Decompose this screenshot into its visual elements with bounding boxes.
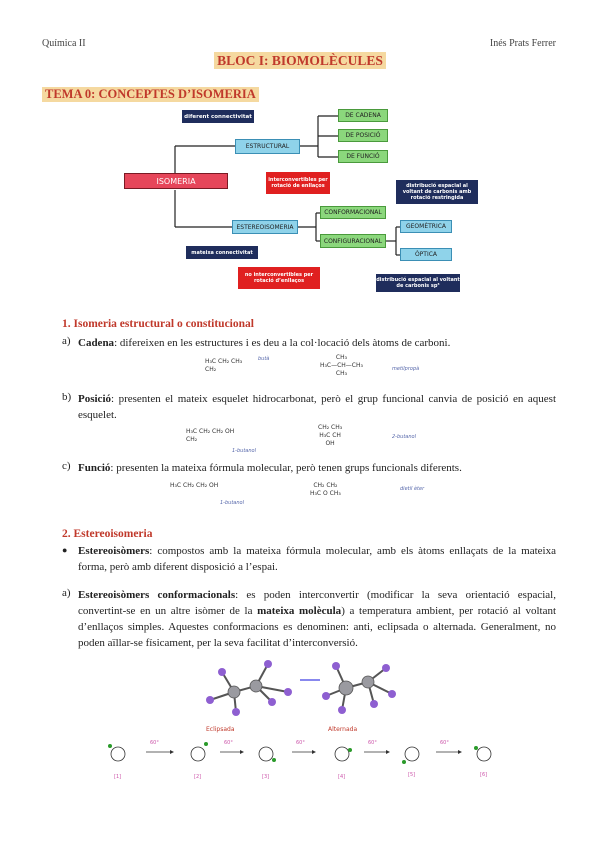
struct-line: CH₂	[186, 436, 198, 443]
note-1-butanol-b: 1-butanol	[220, 500, 244, 506]
item-b-marker: b)	[62, 391, 72, 403]
note-1-butanol: 1-butanol	[232, 448, 256, 454]
text-conformacionals-2: ) a temperatura ambient, per rotació al …	[78, 605, 557, 649]
item-a-cadena: Cadena: difereixen en les estructures i …	[78, 335, 558, 351]
newman-tag: [3]	[262, 774, 270, 780]
struct-line: CH₃	[335, 354, 348, 361]
term-mateixa-molecula: mateixa molècula	[257, 605, 342, 617]
node-de-cadena: DE CADENA	[338, 109, 388, 122]
node-isomeria: ISOMERIA	[124, 173, 228, 189]
item-2a-conformacionals: Estereoisòmers conformacionals: es poden…	[78, 587, 556, 651]
newman-tag: [5]	[408, 772, 416, 778]
newman-projections-row: 60° 60° 60° 60° 60° [1] [2] [3] [4] [5] …	[96, 736, 516, 786]
angle-label: 60°	[150, 740, 159, 746]
note-ether: dietil èter	[400, 486, 425, 492]
note-diferent-connectivitat: diferent connectivitat	[182, 110, 254, 123]
note-butane: butà	[258, 356, 270, 362]
newman-tag: [2]	[194, 774, 202, 780]
struct-butane: H₃C CH₂ CH₃ CH₂	[205, 358, 242, 374]
isomeria-diagram: ISOMERIA ESTRUCTURAL ESTEREOISOMERIA DE …	[120, 106, 480, 292]
note-carbonis-sp2: distribució espacial al voltant de carbo…	[396, 180, 478, 204]
term-funcio: Funció	[78, 462, 111, 474]
node-conformacional: CONFORMACIONAL	[320, 206, 386, 219]
struct-line: CH₂ CH₂	[313, 482, 338, 489]
diagram-connectors	[174, 115, 400, 256]
text-posicio: : presenten el mateix esquelet hidrocarb…	[78, 393, 556, 421]
item-2a-marker: a)	[62, 587, 71, 599]
header-author: Inés Prats Ferrer	[489, 38, 556, 49]
angle-label: 60°	[440, 740, 449, 746]
text-estereoisomers: : compostos amb la mateixa fórmula molec…	[78, 545, 556, 573]
text-cadena: : difereixen en les estructures i es deu…	[114, 337, 451, 349]
note-mateixa-connectivitat: mateixa connectivitat	[186, 246, 258, 259]
tema-heading: TEMA 0: CONCEPTES D’ISOMERIA	[42, 87, 259, 102]
struct-line: H₃C O CH₃	[310, 490, 341, 497]
header-course: Química II	[42, 38, 86, 49]
term-posicio: Posició	[78, 393, 111, 405]
item-c-funcio: Funció: presenten la mateixa fórmula mol…	[78, 460, 556, 476]
section-1-heading: 1. Isomeria estructural o constitucional	[62, 318, 254, 330]
section-2-heading: 2. Estereoisomeria	[62, 528, 153, 540]
page-title-text: BLOC I: BIOMOLÈCULES	[214, 52, 386, 69]
ethane-conformations-image	[206, 660, 396, 716]
struct-line: H₃C CH₂ CH₂ OH	[170, 482, 219, 489]
struct-line: H₃C CH	[319, 432, 341, 439]
newman-tag: [6]	[480, 772, 488, 778]
node-de-funcio: DE FUNCIÓ	[338, 150, 388, 163]
text-funcio: : presenten la mateixa fórmula molecular…	[110, 462, 462, 474]
text-conformacionals-1: : es poden interconvertir (modificar la …	[78, 589, 556, 617]
newman-tag: [4]	[338, 774, 346, 780]
struct-line: CH₂ CH₃	[318, 424, 343, 431]
struct-line: H₃C CH₂ CH₃	[205, 358, 243, 365]
struct-line: CH₂	[205, 366, 217, 373]
angle-label: 60°	[296, 740, 305, 746]
term-estereoisomers: Estereoisòmers	[78, 545, 150, 557]
newman-tag: [1]	[114, 774, 122, 780]
note-isobutane: metilpropà	[392, 366, 420, 372]
note-carbonis-sp3: distribució espacial al voltant de carbo…	[376, 274, 460, 292]
angle-label: 60°	[368, 740, 377, 746]
bullet-icon: ●	[62, 545, 68, 555]
struct-line: H₃C CH₂ CH₂ OH	[186, 428, 235, 435]
node-estereoisomeria: ESTEREOISOMERIA	[232, 220, 298, 234]
term-conformacionals: Estereoisòmers conformacionals	[78, 589, 236, 601]
item-a-marker: a)	[62, 335, 71, 347]
note-interconvertibles: interconvertibles per rotació de enllaço…	[266, 172, 330, 194]
node-estructural: ESTRUCTURAL	[235, 139, 300, 154]
node-geometrica: GEOMÈTRICA	[400, 220, 452, 233]
node-optica: ÒPTICA	[400, 248, 452, 261]
angle-label: 60°	[224, 740, 233, 746]
term-cadena: Cadena	[78, 337, 115, 349]
struct-line: OH	[325, 440, 335, 447]
struct-line: CH₃	[335, 370, 348, 377]
newman-projections	[108, 742, 492, 764]
note-2-butanol: 2-butanol	[392, 434, 416, 440]
node-de-posicio: DE POSICIÓ	[338, 129, 388, 142]
struct-1-butanol-b: H₃C CH₂ CH₂ OH	[170, 482, 218, 490]
label-eclipsada: Eclipsada	[206, 726, 235, 733]
page-title: BLOC I: BIOMOLÈCULES	[0, 52, 600, 70]
struct-1-butanol: H₃C CH₂ CH₂ OH CH₂	[186, 428, 234, 444]
bullet-estereoisomers: Estereoisòmers: compostos amb la mateixa…	[78, 543, 556, 575]
item-c-marker: c)	[62, 460, 71, 472]
node-configuracional: CONFIGURACIONAL	[320, 234, 386, 248]
note-no-interconvertibles: no interconvertibles per rotació d’enlla…	[238, 267, 320, 289]
struct-line: H₃C—CH—CH₃	[320, 362, 363, 369]
item-b-posicio: Posició: presenten el mateix esquelet hi…	[78, 391, 556, 423]
label-alternada: Alternada	[328, 726, 358, 733]
